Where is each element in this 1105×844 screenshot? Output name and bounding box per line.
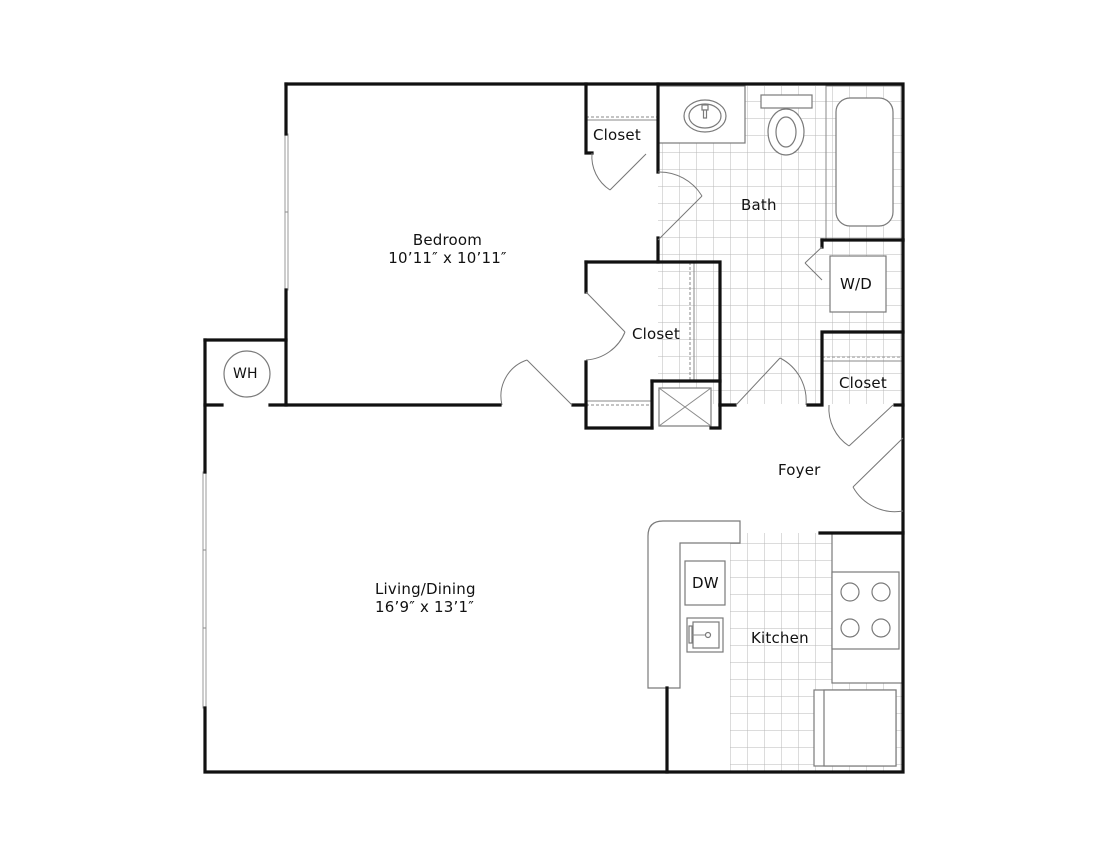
- bath-door-swing: [657, 171, 703, 241]
- bedroom-dimensions: 10’11″ x 10’11″: [388, 249, 507, 267]
- washer-dryer-label: W/D: [840, 275, 873, 293]
- dishwasher-label: DW: [692, 574, 719, 592]
- closet-mid-label: Closet: [632, 325, 680, 343]
- closet-right-label: Closet: [839, 374, 887, 392]
- foyer-bath-door-swing: [735, 357, 807, 406]
- sink-icon: [683, 99, 727, 133]
- bath-label: Bath: [741, 196, 777, 214]
- vanity-counter: [657, 85, 746, 144]
- bedroom-window: [284, 133, 289, 291]
- closet-top-label: Closet: [593, 126, 641, 144]
- bedroom-door-swing: [500, 359, 573, 406]
- top-closet-door-swing: [591, 152, 647, 191]
- dishwasher-box: [684, 560, 726, 606]
- mid-closet-door-swing: [585, 291, 626, 361]
- bedroom-label: Bedroom 10’11″ x 10’11″: [370, 231, 525, 267]
- walls: [203, 82, 905, 774]
- bedroom-name: Bedroom: [412, 231, 483, 249]
- washer-closet-door-swing: [804, 246, 823, 281]
- refrigerator-icon: [813, 689, 897, 767]
- right-closet-door-swing: [828, 404, 894, 447]
- stove-icon: [831, 571, 900, 650]
- living-label: Living/Dining 16’9″ x 13’1″: [375, 580, 476, 616]
- washer-dryer-box: [829, 255, 887, 313]
- living-name: Living/Dining: [375, 580, 476, 598]
- kitchen-counter-left: [647, 520, 741, 689]
- bathtub-icon: [825, 85, 904, 241]
- water-heater-label: WH: [233, 366, 258, 382]
- living-dimensions: 16’9″ x 13’1″: [375, 598, 475, 616]
- kitchen-sink-icon: [686, 617, 724, 653]
- entry-door-swing: [852, 437, 904, 513]
- mechanical-chase-icon: [658, 387, 712, 427]
- toilet-icon: [760, 94, 813, 156]
- foyer-label: Foyer: [778, 461, 821, 479]
- living-window: [202, 471, 207, 709]
- water-heater-icon: [223, 350, 271, 398]
- kitchen-label: Kitchen: [751, 629, 809, 647]
